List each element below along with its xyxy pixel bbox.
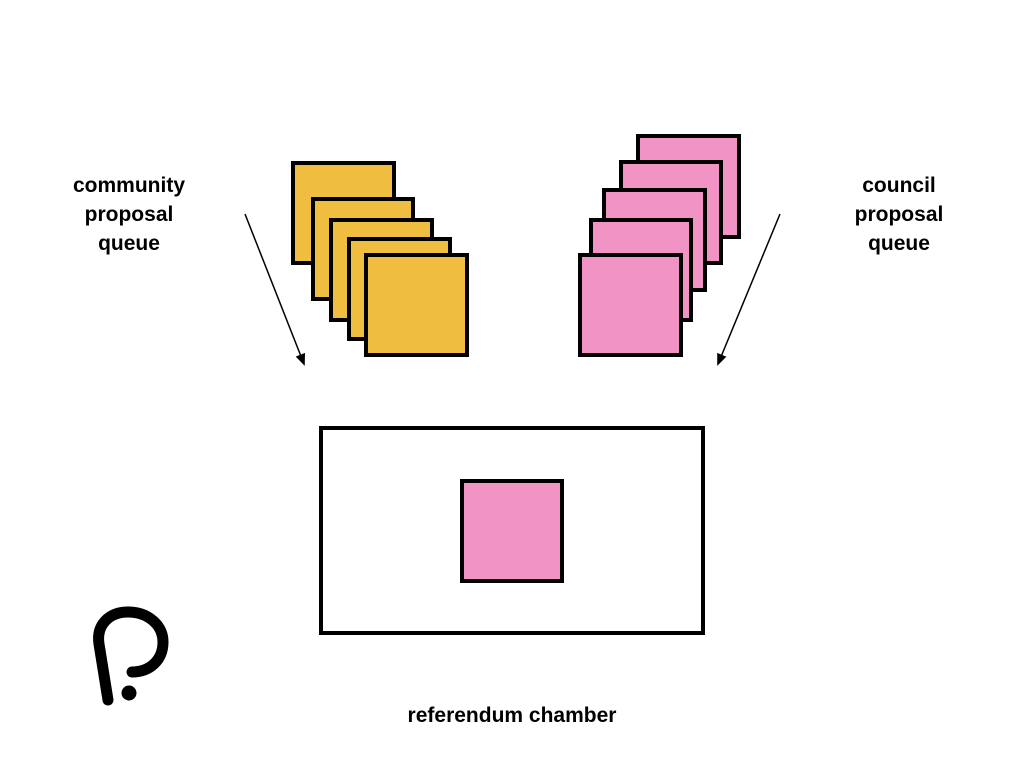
- community-queue-arrow: [244, 213, 305, 366]
- council-proposal-card: [578, 253, 683, 357]
- polkadot-logo-icon: [93, 606, 169, 706]
- referendum-chamber-label: referendum chamber: [407, 704, 617, 727]
- community-queue-label: community proposal queue: [72, 174, 185, 255]
- council-queue-arrow: [717, 213, 781, 366]
- council-queue-label: council proposal queue: [854, 174, 944, 255]
- referendum-chamber-box: [319, 426, 705, 635]
- referendum-proposal-card: [460, 479, 564, 583]
- community-proposal-card: [364, 253, 469, 357]
